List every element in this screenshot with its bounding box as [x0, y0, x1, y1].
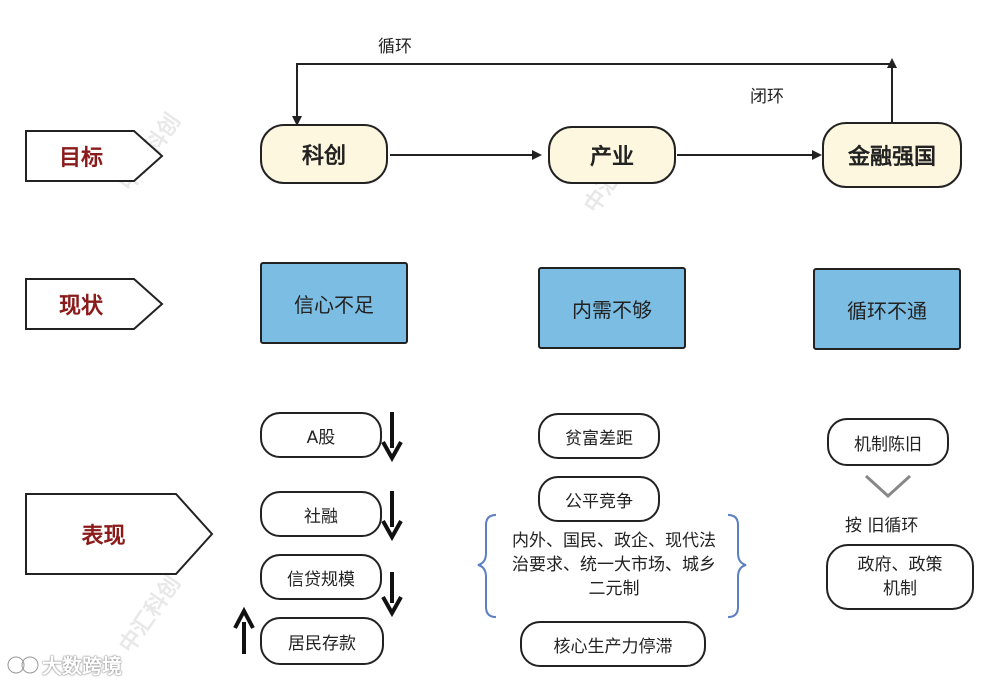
government-policy-line: 机制 [883, 579, 917, 599]
logo-text: 大数跨境 [42, 654, 122, 678]
category-status-label: 现状 [58, 294, 103, 319]
brace-text-line: 二元制 [588, 579, 640, 599]
category-symptom-label: 表现 [81, 524, 126, 549]
symptom-a-shares: A股 [260, 412, 382, 458]
arrow-down-icon [381, 572, 403, 618]
chevron-down-icon [864, 474, 912, 499]
arrow-cycle-loop [292, 63, 892, 126]
symptom-fair-competition: 公平竞争 [538, 476, 660, 522]
left-brace [477, 514, 497, 618]
symptom-social-financing: 社融 [260, 491, 382, 537]
category-status-shape [25, 278, 164, 330]
logo-icon [6, 652, 42, 678]
category-goal-shape [25, 130, 164, 182]
brace-text-line: 治要求、统一大市场、城乡 [512, 555, 716, 575]
symptom-productivity-stagnation: 核心生产力停滞 [520, 621, 706, 667]
goal-chanye: 产业 [548, 126, 676, 184]
brand-logo: 大数跨境 [6, 650, 122, 679]
right-brace [727, 514, 747, 618]
symptom-government-policy: 政府、政策 机制 [826, 544, 974, 610]
status-domestic-demand: 内需不够 [538, 267, 686, 349]
symptom-outdated-mechanism: 机制陈旧 [827, 418, 949, 466]
symptom-credit-scale: 信贷规模 [260, 554, 382, 600]
goal-keji: 科创 [260, 124, 388, 184]
arrow-down-icon [381, 491, 403, 542]
category-goal-label: 目标 [58, 146, 103, 171]
government-policy-line: 政府、政策 [857, 555, 943, 575]
status-circulation: 循环不通 [813, 268, 961, 350]
brace-text: 内外、国民、政企、现代法 治要求、统一大市场、城乡 二元制 [490, 529, 738, 601]
closed-loop-label: 闭环 [750, 87, 784, 107]
symptom-wealth-gap: 贫富差距 [538, 413, 660, 459]
old-cycle-text: 按 旧循环 [845, 516, 919, 536]
arrow-down-icon [381, 412, 403, 463]
arrow-up-icon [233, 606, 255, 654]
category-symptom-shape [25, 493, 214, 575]
goal-jinrong-qiangguo: 金融强国 [822, 122, 962, 188]
brace-text-line: 内外、国民、政企、现代法 [512, 531, 716, 551]
symptom-household-deposits: 居民存款 [260, 617, 384, 665]
cycle-label: 循环 [378, 37, 412, 57]
status-confidence: 信心不足 [260, 262, 408, 344]
